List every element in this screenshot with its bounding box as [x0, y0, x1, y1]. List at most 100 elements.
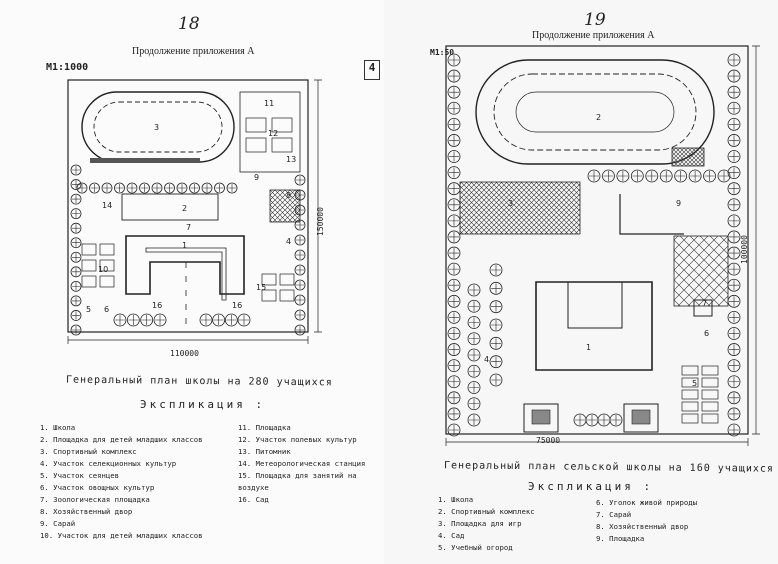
plan-label: 2: [596, 113, 601, 122]
tree-symbol: [294, 219, 306, 231]
tree-cross: [72, 282, 80, 291]
tree-symbol: [139, 182, 150, 194]
playground-2: [121, 193, 219, 221]
tree-cross: [469, 350, 479, 360]
tree-symbol: [70, 237, 82, 249]
tree-symbol: [447, 375, 461, 389]
plot-bed: [245, 117, 267, 133]
tree-symbol: [224, 313, 238, 327]
tree-cross: [140, 184, 149, 192]
tree-cross: [719, 171, 729, 181]
tree-symbol: [616, 169, 630, 183]
tree-symbol: [447, 407, 461, 421]
school-building: [125, 235, 245, 295]
tree-symbol: [294, 324, 306, 336]
tree-cross: [704, 171, 715, 181]
legend-item: 1. Школа: [40, 423, 76, 432]
width-dimension-line: [67, 336, 309, 344]
vegetable-bed: [701, 413, 719, 424]
legend-item: 16. Сад: [238, 495, 269, 504]
vegetable-bed: [701, 377, 719, 388]
tree-symbol: [645, 169, 659, 183]
seedling-bed: [99, 259, 115, 272]
plan-label: 4: [484, 355, 489, 364]
plan-label: 1: [182, 241, 187, 250]
tree-symbol: [727, 150, 741, 163]
height-dimension: 150000: [316, 207, 325, 236]
tree-cross: [469, 398, 479, 409]
tree-symbol: [489, 300, 503, 314]
plan-label: 5: [86, 305, 91, 314]
tree-symbol: [294, 204, 306, 216]
feature-box: [523, 403, 559, 433]
tree-cross: [449, 425, 459, 435]
plan-label: 16: [152, 301, 162, 310]
tree-symbol: [467, 413, 481, 427]
tree-symbol: [151, 182, 163, 194]
tree-cross: [72, 209, 80, 218]
tree-cross: [729, 167, 739, 178]
plan-label: 13: [286, 155, 296, 164]
tree-cross: [449, 119, 459, 130]
tree-symbol: [489, 318, 503, 332]
tree-cross: [491, 320, 501, 330]
tree-symbol: [447, 117, 461, 131]
legend-item: 1. Школа: [438, 495, 474, 504]
tree-cross: [296, 236, 304, 244]
tree-cross: [729, 215, 739, 226]
plan-title: Генеральный план сельской школы на 160 у…: [443, 460, 775, 475]
tree-cross: [449, 280, 459, 291]
tree-cross: [449, 376, 459, 387]
track-straight: [90, 158, 200, 163]
seedling-bed: [99, 243, 115, 256]
tree-cross: [729, 360, 739, 371]
tree-cross: [72, 267, 80, 276]
shed: [693, 299, 713, 317]
site-boundary: [445, 45, 749, 435]
plan-label: 6: [704, 329, 709, 338]
tree-symbol: [70, 280, 82, 292]
tree-symbol: [447, 391, 461, 405]
legend-item: 3. Площадка для игр: [438, 519, 522, 528]
tree-cross: [729, 151, 739, 162]
tree-cross: [469, 415, 479, 425]
tree-cross: [729, 199, 739, 210]
track-inner: [493, 73, 697, 151]
tree-symbol: [201, 182, 213, 194]
school-building: [535, 281, 653, 371]
tree-cross: [729, 248, 739, 259]
tree-symbol: [447, 423, 461, 437]
tree-cross: [729, 280, 739, 291]
tree-cross: [617, 171, 628, 181]
tree-cross: [646, 171, 657, 181]
track-inner: [93, 101, 223, 153]
tree-symbol: [70, 251, 82, 263]
tree-cross: [115, 315, 125, 325]
tree-cross: [296, 221, 304, 229]
tree-symbol: [467, 283, 481, 297]
tree-cross: [115, 184, 124, 192]
tree-symbol: [467, 332, 481, 346]
tree-symbol: [447, 246, 461, 260]
tree-cross: [72, 195, 80, 204]
tree-cross: [296, 326, 304, 334]
tree-cross: [296, 266, 304, 274]
seedling-bed: [99, 275, 115, 288]
tree-symbol: [727, 117, 741, 131]
tree-symbol: [70, 266, 82, 278]
width-dimension: 75000: [536, 436, 561, 445]
tree-symbol: [76, 182, 88, 194]
tree-symbol: [467, 397, 481, 411]
garden-bed: [279, 289, 295, 302]
tree-symbol: [126, 313, 140, 327]
tree-cross: [449, 199, 459, 210]
tree-symbol: [467, 364, 481, 378]
tree-cross: [72, 224, 80, 233]
tree-symbol: [164, 182, 175, 194]
tree-cross: [690, 171, 701, 181]
vegetable-bed: [681, 377, 699, 388]
tree-cross: [449, 328, 459, 339]
